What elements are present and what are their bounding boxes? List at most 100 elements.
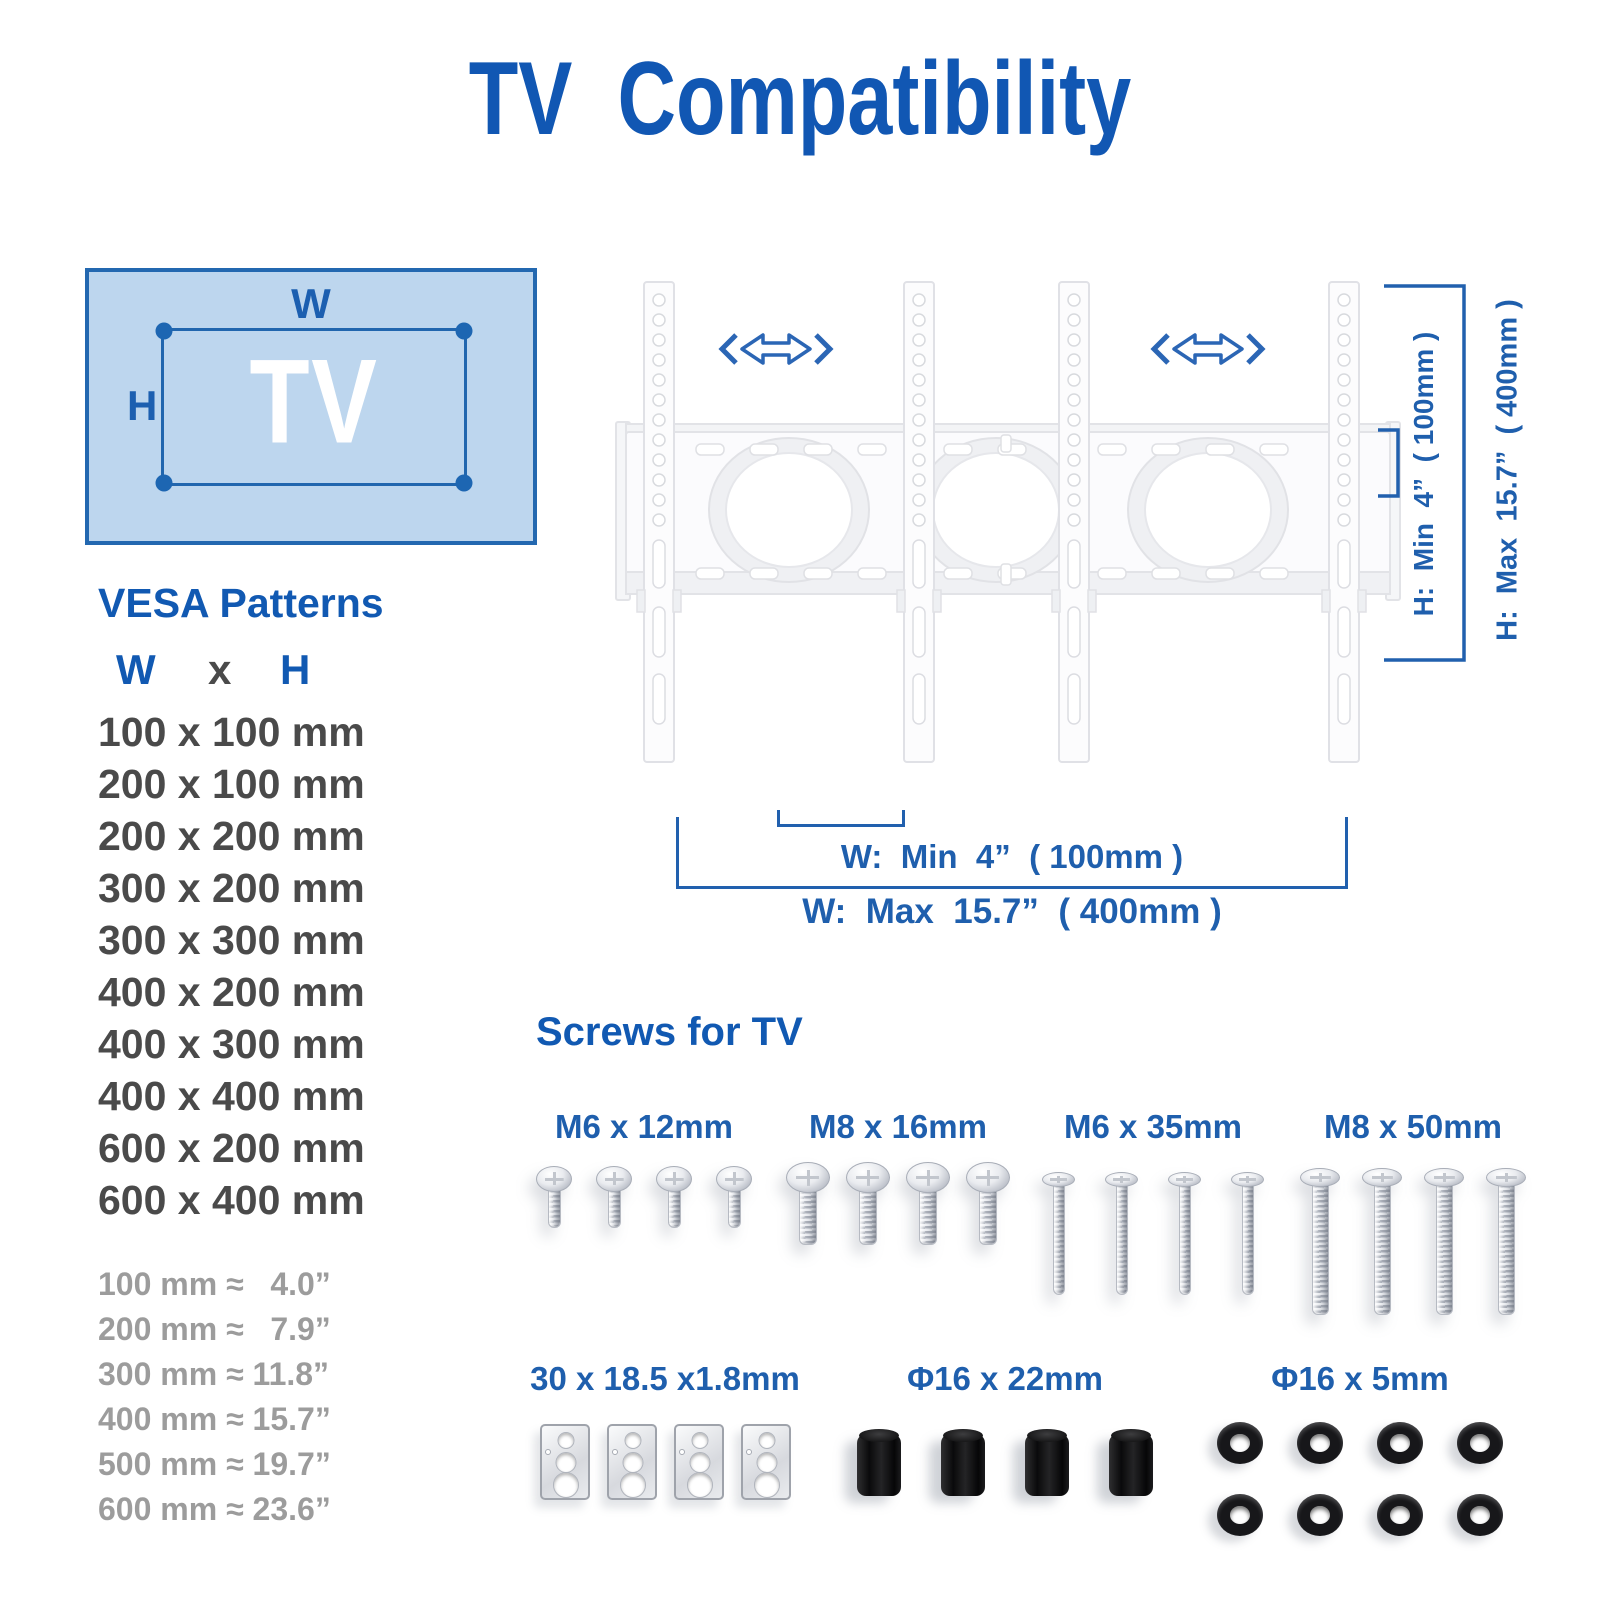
mm-inch-conversion-list: 100 mm ≈ 4.0” 200 mm ≈ 7.9” 300 mm ≈ 11.8”… bbox=[98, 1262, 331, 1532]
plate-oval-cutouts bbox=[708, 437, 1289, 583]
rail-holes bbox=[652, 293, 1351, 527]
rail-clamp-tabs bbox=[636, 589, 1367, 613]
screw-group-m8x16: M8 x 16mm bbox=[772, 1108, 1024, 1245]
mount-tv-rails bbox=[636, 281, 1367, 763]
vesa-corner-dot bbox=[455, 322, 473, 340]
screw-m6x12 bbox=[596, 1166, 632, 1228]
washer bbox=[1457, 1494, 1503, 1536]
spacer-plate-group: 30 x 18.5 x1.8mm bbox=[522, 1360, 808, 1500]
washer-group: Φ16 x 5mm bbox=[1182, 1360, 1538, 1536]
conversion-row: 400 mm ≈ 15.7” bbox=[98, 1401, 331, 1437]
vesa-pattern-row: 600 x 200 mm bbox=[98, 1125, 365, 1171]
washer bbox=[1297, 1422, 1343, 1464]
slide-arrow-left-icon bbox=[718, 333, 834, 365]
spacer-group-label: Φ16 x 5mm bbox=[1271, 1360, 1449, 1397]
conversion-row: 100 mm ≈ 4.0” bbox=[98, 1266, 331, 1302]
cylinder-spacer-row bbox=[857, 1429, 1153, 1496]
washer-grid bbox=[1217, 1422, 1503, 1536]
spacer-group-label: 30 x 18.5 x1.8mm bbox=[530, 1360, 800, 1397]
spacer-plate bbox=[539, 1424, 590, 1500]
screw-row bbox=[1042, 1172, 1264, 1295]
vesa-pattern-row: 200 x 100 mm bbox=[98, 761, 365, 807]
vesa-col-w: W bbox=[116, 646, 156, 693]
screw-m8x16 bbox=[846, 1162, 890, 1245]
slide-arrow-right-icon bbox=[1150, 333, 1266, 365]
cylinder-spacer bbox=[1025, 1429, 1069, 1496]
screw-m6x12 bbox=[716, 1166, 752, 1228]
cylinder-spacer-group: Φ16 x 22mm bbox=[848, 1360, 1162, 1496]
vesa-pattern-row: 200 x 200 mm bbox=[98, 813, 365, 859]
spacer-group-label: Φ16 x 22mm bbox=[907, 1360, 1103, 1397]
vesa-col-h: H bbox=[280, 646, 311, 693]
screw-group-m6x35: M6 x 35mm bbox=[1032, 1108, 1274, 1295]
screw-m8x50 bbox=[1362, 1168, 1402, 1315]
washer bbox=[1217, 1422, 1263, 1464]
conversion-row: 600 mm ≈ 23.6” bbox=[98, 1491, 331, 1527]
spacer-plate bbox=[673, 1424, 724, 1500]
mount-wall-plate bbox=[615, 421, 1401, 601]
w-min-dimension-label: W: Min 4” ( 100mm ) bbox=[840, 838, 1184, 875]
vesa-patterns-heading: VESA Patterns bbox=[98, 580, 384, 626]
screw-m6x35 bbox=[1168, 1172, 1201, 1295]
washer bbox=[1377, 1422, 1423, 1464]
screw-group-m8x50: M8 x 50mm bbox=[1282, 1108, 1544, 1315]
screw-m6x12 bbox=[536, 1166, 572, 1228]
vesa-pattern-row: 100 x 100 mm bbox=[98, 709, 365, 755]
tv-vesa-rectangle: TV bbox=[155, 322, 473, 492]
w-min-dimension-bracket bbox=[777, 810, 905, 827]
screw-m8x50 bbox=[1300, 1168, 1340, 1315]
spacer-plate bbox=[740, 1424, 791, 1500]
washer bbox=[1297, 1494, 1343, 1536]
h-min-dimension-label: H: Min 4” ( 100mm ) bbox=[1408, 331, 1439, 617]
screw-m6x12 bbox=[656, 1166, 692, 1228]
screw-group-label: M8 x 50mm bbox=[1324, 1108, 1502, 1145]
screw-row bbox=[786, 1162, 1010, 1245]
vesa-col-x: x bbox=[208, 646, 232, 693]
screw-group-label: M8 x 16mm bbox=[809, 1108, 987, 1145]
tv-size-diagram: W H TV bbox=[85, 268, 537, 545]
wall-mount-illustration bbox=[615, 281, 1466, 763]
screw-m8x50 bbox=[1486, 1168, 1526, 1315]
screw-m8x16 bbox=[966, 1162, 1010, 1245]
washer bbox=[1457, 1422, 1503, 1464]
vesa-corner-dot bbox=[155, 474, 173, 492]
h-dimension-brackets bbox=[1378, 284, 1466, 662]
screw-m6x35 bbox=[1231, 1172, 1264, 1295]
vesa-corner-dot bbox=[155, 322, 173, 340]
tv-height-label: H bbox=[127, 382, 158, 429]
screw-row bbox=[536, 1166, 752, 1228]
spacer-plate-row bbox=[539, 1424, 791, 1500]
conversion-row: 500 mm ≈ 19.7” bbox=[98, 1446, 331, 1482]
conversion-row: 300 mm ≈ 11.8” bbox=[98, 1356, 330, 1392]
vesa-pattern-row: 300 x 300 mm bbox=[98, 917, 365, 963]
tv-width-label: W bbox=[291, 280, 331, 327]
vesa-pattern-row: 300 x 200 mm bbox=[98, 865, 365, 911]
cylinder-spacer bbox=[941, 1429, 985, 1496]
screw-m6x35 bbox=[1105, 1172, 1138, 1295]
vesa-pattern-row: 600 x 400 mm bbox=[98, 1177, 365, 1223]
screw-row bbox=[1300, 1168, 1526, 1315]
plate-slot-holes bbox=[695, 434, 1289, 586]
conversion-row: 200 mm ≈ 7.9” bbox=[98, 1311, 331, 1347]
vesa-corner-dot bbox=[455, 474, 473, 492]
screw-m6x35 bbox=[1042, 1172, 1075, 1295]
screw-group-label: M6 x 35mm bbox=[1064, 1108, 1242, 1145]
screws-for-tv-heading: Screws for TV bbox=[536, 1010, 803, 1054]
rail-slots bbox=[652, 539, 1351, 725]
screw-group-m6x12: M6 x 12mm bbox=[528, 1108, 760, 1228]
tv-text: TV bbox=[249, 334, 379, 469]
screw-m8x16 bbox=[906, 1162, 950, 1245]
washer bbox=[1377, 1494, 1423, 1536]
screw-group-label: M6 x 12mm bbox=[555, 1108, 733, 1145]
vesa-pattern-row: 400 x 300 mm bbox=[98, 1021, 365, 1067]
spacer-plate bbox=[606, 1424, 657, 1500]
page-title: TV Compatibility bbox=[468, 41, 1132, 157]
h-max-dimension-label: H: Max 15.7” ( 400mm ) bbox=[1491, 299, 1524, 641]
cylinder-spacer bbox=[857, 1429, 901, 1496]
vesa-pattern-row: 400 x 400 mm bbox=[98, 1073, 365, 1119]
vesa-pattern-row: 400 x 200 mm bbox=[98, 969, 365, 1015]
vesa-pattern-list: 100 x 100 mm 200 x 100 mm 200 x 200 mm 300 … bbox=[98, 706, 365, 1226]
w-max-dimension-bracket bbox=[676, 817, 1348, 889]
w-max-dimension-label: W: Max 15.7” ( 400mm ) bbox=[802, 892, 1222, 931]
cylinder-spacer bbox=[1109, 1429, 1153, 1496]
